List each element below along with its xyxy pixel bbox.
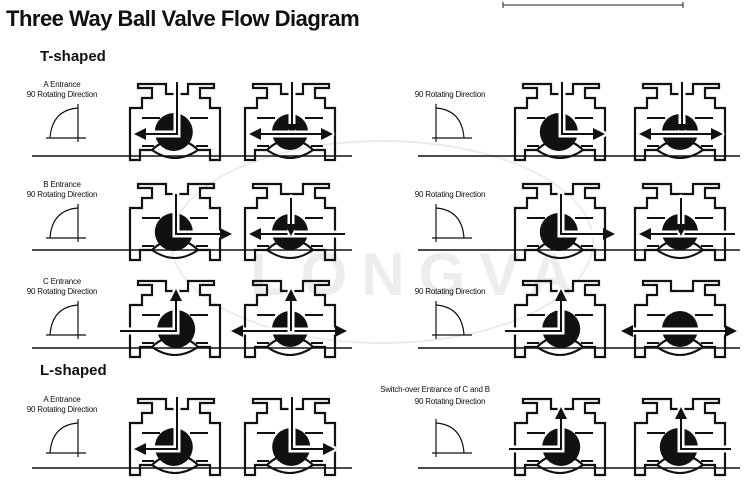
- valve-diagram: [513, 182, 617, 262]
- valve-body: [513, 82, 607, 162]
- flow-arrow: [675, 407, 731, 450]
- rotating-direction-label: 90 Rotating Direction: [26, 287, 98, 296]
- rotating-direction-label: 90 Rotating Direction: [414, 287, 486, 296]
- valve-diagram: [243, 393, 337, 477]
- valve-body: [128, 397, 222, 477]
- flow-arrow: [505, 289, 567, 332]
- section-t-shaped: T-shaped: [40, 48, 106, 65]
- valve-diagram: [229, 279, 349, 359]
- rotating-direction-label: 90 Rotating Direction: [414, 397, 486, 406]
- valve-diagram: [243, 78, 337, 162]
- valve-diagram: [501, 279, 607, 359]
- valve-diagram: [513, 78, 607, 162]
- flow-arrow: [134, 82, 178, 140]
- valve-body: [633, 182, 727, 262]
- valve-body: [128, 279, 222, 359]
- rotation-direction-icon: [46, 104, 86, 142]
- rotating-direction-label: 90 Rotating Direction: [414, 190, 486, 199]
- section-l-shaped: L-shaped: [40, 362, 107, 379]
- valve-body: [243, 279, 337, 359]
- valve-diagram: [116, 279, 222, 359]
- valve-body: [633, 82, 727, 162]
- flow-arrow: [291, 397, 335, 455]
- entrance-label: C Entrance: [42, 277, 82, 286]
- valve-body: [243, 82, 337, 162]
- flow-arrow: [560, 194, 615, 240]
- valve-diagram: [128, 78, 222, 162]
- watermark-logo: LONGVA: [250, 241, 587, 308]
- valve-body: [513, 279, 607, 359]
- rotating-direction-label: 90 Rotating Direction: [26, 190, 98, 199]
- valve-body: [128, 182, 222, 262]
- rotation-direction-icon: [46, 301, 86, 339]
- flow-arrow: [175, 194, 232, 240]
- valve-body: [633, 397, 727, 477]
- flow-arrow: [120, 289, 182, 332]
- flow-arrow: [561, 82, 605, 140]
- entrance-label: Switch-over Entrance of C and B: [380, 385, 490, 394]
- valve-diagram: [633, 78, 727, 162]
- flow-arrow: [134, 397, 178, 455]
- valve-body: [513, 397, 607, 477]
- rotation-direction-icon: [46, 419, 86, 457]
- valve-body: [513, 182, 607, 262]
- rotation-direction-icon: [432, 419, 472, 457]
- entrance-label: A Entrance: [43, 80, 81, 89]
- entrance-label: B Entrance: [43, 180, 81, 189]
- entrance-label: A Entrance: [43, 395, 81, 404]
- valve-diagram: [243, 182, 349, 262]
- valve-diagram: [633, 397, 735, 477]
- rotating-direction-label: 90 Rotating Direction: [26, 405, 98, 414]
- valve-diagram: [128, 393, 222, 477]
- valve-diagram: [128, 182, 234, 262]
- valve-diagram: [633, 182, 739, 262]
- rotation-direction-icon: [46, 204, 86, 242]
- rotating-direction-label: 90 Rotating Direction: [414, 90, 486, 99]
- valve-diagram: [619, 279, 739, 359]
- rotating-direction-label: 90 Rotating Direction: [26, 90, 98, 99]
- valve-body: [243, 397, 337, 477]
- rotation-direction-icon: [432, 204, 472, 242]
- rotation-direction-icon: [432, 301, 472, 339]
- valve-body: [633, 279, 727, 359]
- valve-body: [243, 182, 337, 262]
- flow-arrow: [509, 407, 567, 450]
- page-title: Three Way Ball Valve Flow Diagram: [6, 6, 360, 31]
- rotation-direction-icon: [432, 104, 472, 142]
- valve-diagram: [505, 397, 607, 477]
- valve-body: [128, 82, 222, 162]
